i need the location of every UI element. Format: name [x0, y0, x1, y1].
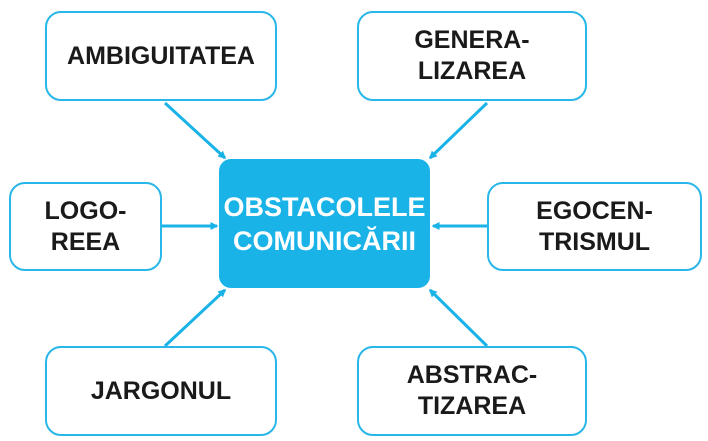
arrow-abstractizarea: [428, 288, 489, 348]
node-jargonul: JARGONUL: [45, 346, 277, 436]
node-logoreea-line-1: LOGO-: [44, 196, 127, 225]
node-abstractizarea-line-1: ABSTRAC-: [406, 361, 538, 389]
node-ambiguitatea: AMBIGUITATEA: [45, 11, 277, 101]
arrow-generalizarea: [428, 101, 489, 160]
center-node-line-2: COMUNICĂRII: [233, 225, 416, 256]
node-egocentrismul-line-2: TRISMUL: [538, 227, 651, 256]
node-logoreea-line-2: REEA: [50, 227, 121, 256]
arrow-ambiguitatea: [163, 101, 227, 160]
node-abstractizarea: ABSTRAC- TIZAREA: [357, 346, 587, 436]
node-jargonul-label: JARGONUL: [90, 376, 232, 405]
center-node-line-1: OBSTACOLELE: [223, 191, 426, 222]
node-generalizarea-line-2: LIZAREA: [417, 57, 527, 85]
center-node-obstacolele-comunicarii: OBSTACOLELE COMUNICĂRII: [219, 159, 430, 288]
node-generalizarea-line-1: GENERA-: [414, 26, 530, 54]
node-abstractizarea-line-2: TIZAREA: [417, 392, 527, 420]
node-egocentrismul-line-1: EGOCEN-: [536, 196, 653, 225]
node-egocentrismul: EGOCEN- TRISMUL: [487, 182, 702, 271]
node-logoreea: LOGO- REEA: [9, 182, 162, 271]
node-ambiguitatea-label: AMBIGUITATEA: [67, 41, 255, 70]
node-generalizarea: GENERA- LIZAREA: [357, 11, 587, 101]
arrow-jargonul: [163, 288, 227, 348]
